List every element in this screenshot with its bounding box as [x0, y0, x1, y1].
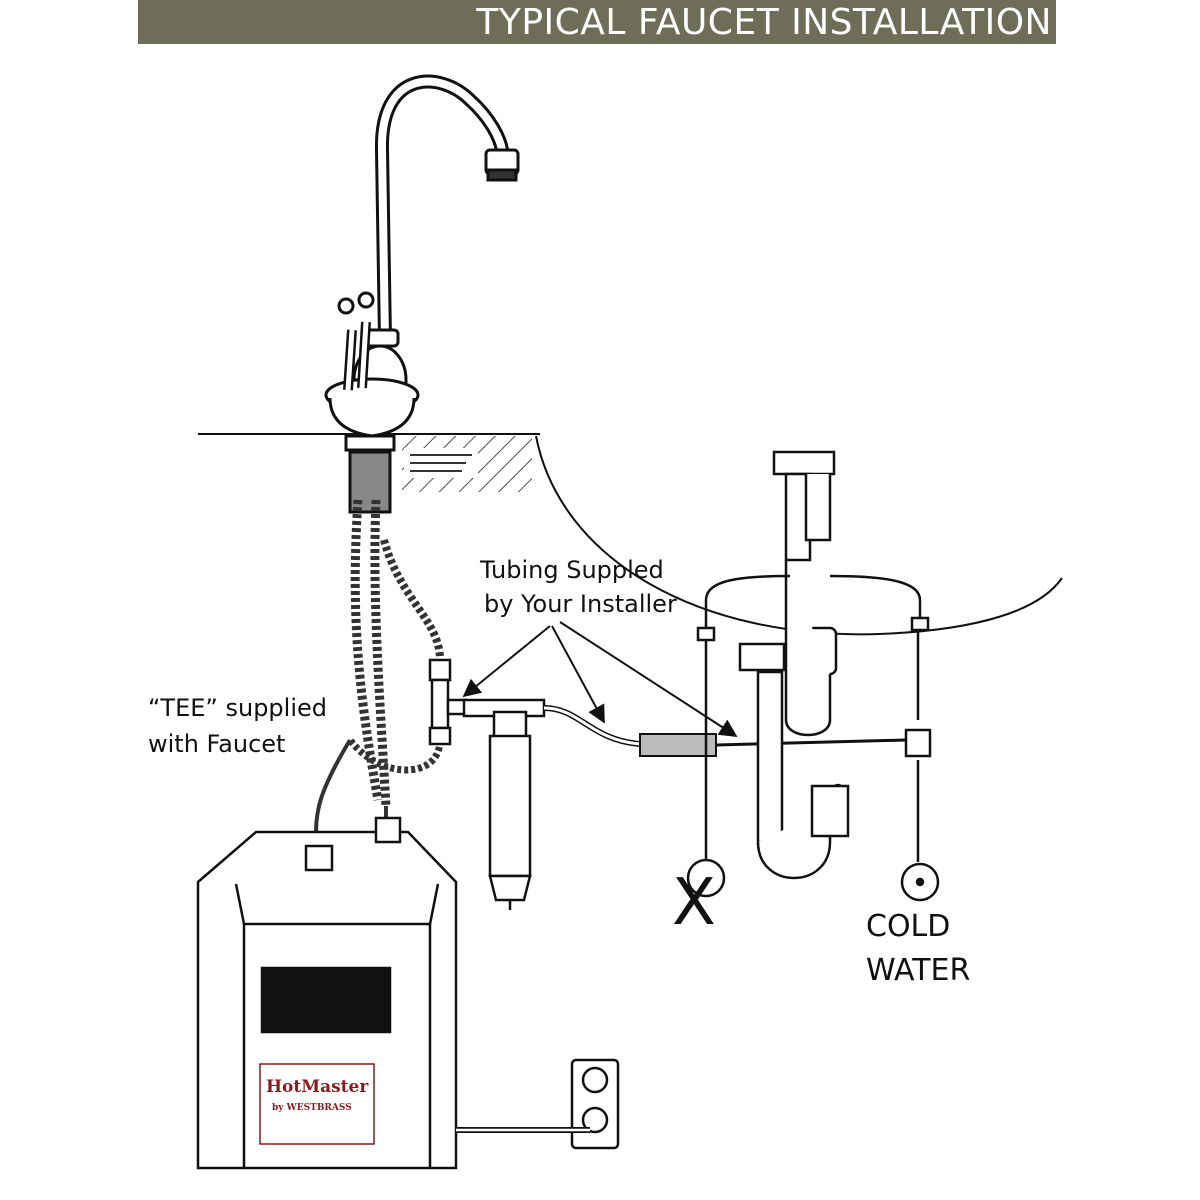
title-banner: TYPICAL FAUCET INSTALLATION: [138, 0, 1056, 44]
cold-water-label-line2: WATER: [866, 953, 970, 988]
hot-valve-x-mark: X: [672, 866, 716, 940]
page-title: TYPICAL FAUCET INSTALLATION: [476, 2, 1052, 43]
tubing-arrows: [462, 621, 738, 737]
supply-lines: [314, 499, 444, 833]
faucet-icon: [324, 74, 520, 514]
tee-fitting: [428, 658, 468, 746]
tubing-label-line1: Tubing Suppled: [479, 556, 664, 584]
supply-risers: [696, 574, 932, 862]
countertop: [198, 433, 540, 492]
tank-brand-sub: by WESTBRASS: [272, 1103, 352, 1113]
p-trap-icon: [738, 450, 850, 880]
tank-icon: [196, 816, 458, 1170]
outlet-icon: [456, 1058, 620, 1150]
shutoff-valve-icon: [686, 858, 940, 902]
tubing-label-line2: by Your Installer: [484, 590, 677, 618]
tee-label-line1: “TEE” supplied: [148, 694, 327, 722]
tee-label-line2: with Faucet: [148, 730, 285, 758]
tubing-line: [543, 705, 907, 757]
tank-brand-name: HotMaster: [266, 1077, 369, 1097]
filter-icon: [462, 698, 546, 910]
cold-water-label-line1: COLD: [866, 909, 950, 944]
